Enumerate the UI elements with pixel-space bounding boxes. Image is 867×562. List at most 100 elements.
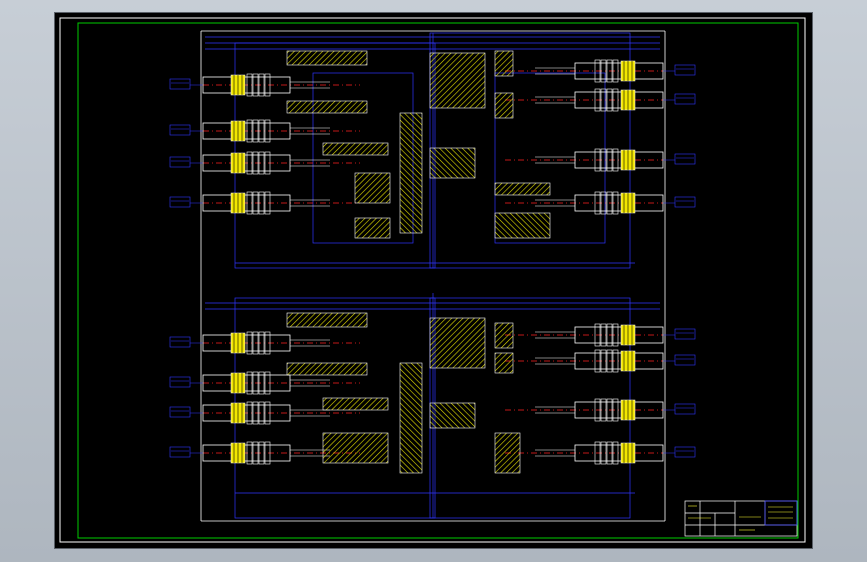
tool-station-lower-right-4	[535, 441, 664, 465]
motor-ring	[612, 349, 619, 373]
spindle-body	[574, 194, 664, 212]
spindle-body	[202, 122, 291, 140]
motor-ring	[252, 191, 259, 215]
fixture-plate	[399, 112, 423, 234]
part-clamp	[429, 52, 486, 109]
inner-frame	[77, 22, 799, 539]
station-tag	[169, 336, 191, 348]
motor-ring	[606, 349, 613, 373]
motor-ring	[258, 191, 265, 215]
motor-ring	[258, 119, 265, 143]
motor-ring	[612, 323, 619, 347]
outer-frame	[59, 17, 806, 543]
station-tag	[674, 446, 696, 458]
part-clamp	[429, 147, 476, 179]
dimension-outline	[312, 72, 414, 244]
motor-ring	[246, 331, 253, 355]
motor-ring	[606, 398, 613, 422]
motor-ring	[258, 371, 265, 395]
fixture-plate	[399, 362, 423, 474]
spindle-body	[574, 326, 664, 344]
motor-ring	[258, 73, 265, 97]
motor-ring	[606, 88, 613, 112]
motor-ring	[246, 441, 253, 465]
station-tag	[169, 196, 191, 208]
centerlines	[203, 70, 663, 454]
spindle-body	[202, 404, 291, 422]
tool-station-upper-right-2	[535, 88, 664, 112]
guide-block	[354, 217, 391, 239]
guide-block	[286, 100, 368, 114]
spindle-body	[574, 352, 664, 370]
motor-ring	[264, 73, 271, 97]
station-tag	[674, 196, 696, 208]
spindle-body	[202, 154, 291, 172]
guide-block	[494, 92, 514, 119]
guide-block	[494, 50, 514, 77]
tool-station-upper-left-2	[202, 119, 330, 143]
spindle-body	[574, 151, 664, 169]
guide-block	[494, 322, 514, 349]
motor-ring	[594, 191, 601, 215]
guide-block	[286, 362, 368, 376]
tool-station-lower-left-4	[202, 441, 330, 465]
tool-station-upper-right-1	[535, 59, 664, 83]
motor-ring	[264, 151, 271, 175]
motor-ring	[246, 119, 253, 143]
guide-block	[494, 182, 551, 196]
station-tag	[169, 446, 191, 458]
part-clamp	[429, 317, 486, 369]
motor-ring	[246, 151, 253, 175]
motor-ring	[258, 331, 265, 355]
station-tag	[674, 93, 696, 105]
motor-ring	[264, 401, 271, 425]
guide-block	[322, 432, 389, 464]
motor-ring	[606, 191, 613, 215]
motor-ring	[600, 398, 607, 422]
motor-ring	[252, 441, 259, 465]
station-tag	[169, 376, 191, 388]
motor-ring	[594, 59, 601, 83]
motor-ring	[606, 441, 613, 465]
motor-ring	[600, 88, 607, 112]
motor-ring	[246, 73, 253, 97]
spindle-body	[202, 374, 291, 392]
station-tag	[674, 153, 696, 165]
motor-ring	[612, 191, 619, 215]
motor-ring	[264, 441, 271, 465]
station-tag	[169, 156, 191, 168]
motor-ring	[606, 148, 613, 172]
motor-ring	[264, 191, 271, 215]
motor-ring	[594, 349, 601, 373]
tool-station-upper-left-1	[202, 73, 330, 97]
motor-ring	[594, 441, 601, 465]
motor-ring	[606, 323, 613, 347]
station-tag	[674, 354, 696, 366]
cad-viewport[interactable]	[55, 13, 812, 548]
station-tag	[169, 78, 191, 90]
motor-ring	[600, 191, 607, 215]
title-block	[684, 500, 798, 537]
tool-station-lower-left-3	[202, 401, 330, 425]
tool-station-upper-right-3	[535, 148, 664, 172]
tool-station-lower-right-3	[535, 398, 664, 422]
motor-ring	[252, 119, 259, 143]
station-labels	[169, 64, 696, 458]
tool-station-lower-left-1	[202, 331, 330, 355]
spindle-body	[574, 444, 664, 462]
station-tag	[169, 124, 191, 136]
motor-ring	[252, 73, 259, 97]
spindle-body	[202, 334, 291, 352]
motor-ring	[594, 323, 601, 347]
spindle-body	[574, 62, 664, 80]
spindle-body	[202, 194, 291, 212]
guide-block	[494, 212, 551, 239]
motor-ring	[258, 401, 265, 425]
motor-ring	[600, 441, 607, 465]
motor-ring	[594, 148, 601, 172]
station-tag	[674, 64, 696, 76]
guide-block	[494, 352, 514, 374]
spindle-body	[202, 444, 291, 462]
motor-ring	[612, 59, 619, 83]
dimension-outline	[494, 72, 606, 244]
